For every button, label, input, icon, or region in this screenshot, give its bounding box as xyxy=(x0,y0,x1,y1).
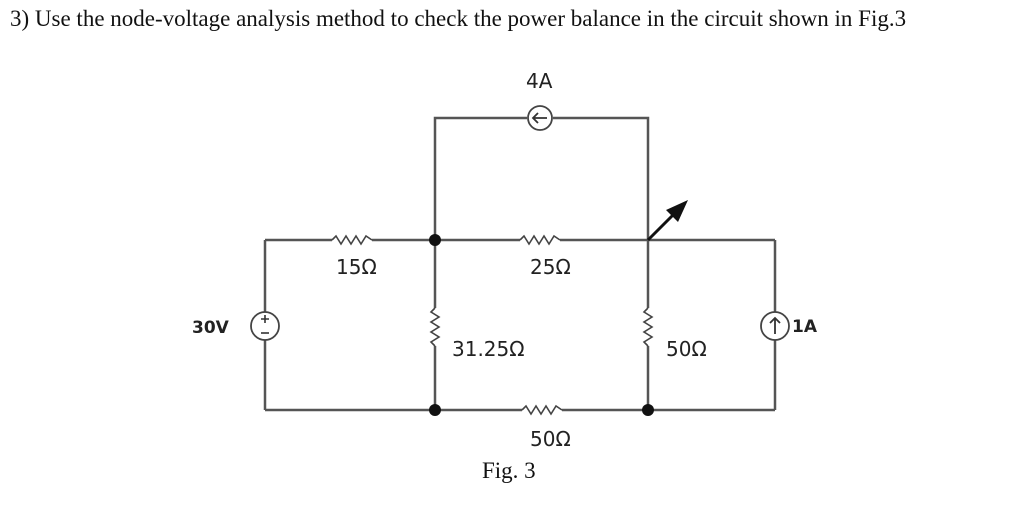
voltage-source-30v xyxy=(250,311,280,341)
current-source-4a xyxy=(527,105,553,131)
figure-caption: Fig. 3 xyxy=(482,458,536,483)
label-30v: 30V xyxy=(192,318,230,338)
circuit-wires xyxy=(263,116,777,412)
label-15-ohm: 15Ω xyxy=(336,255,377,279)
label-50-ohm-right: 50Ω xyxy=(666,337,707,361)
resistor-50-ohm-right xyxy=(642,307,654,347)
node-pointer-arrow xyxy=(646,200,688,242)
label-1a: 1A xyxy=(792,317,818,337)
current-source-1a xyxy=(760,311,790,341)
resistor-25-ohm xyxy=(519,234,561,246)
resistor-31-25-ohm xyxy=(429,307,441,347)
resistor-15-ohm xyxy=(331,234,373,246)
node-dot-top-left xyxy=(429,234,441,246)
label-31-25-ohm: 31.25Ω xyxy=(452,337,525,361)
label-4a: 4A xyxy=(526,69,553,93)
resistor-50-ohm-bottom xyxy=(521,404,563,416)
question-text: 3) Use the node-voltage analysis method … xyxy=(10,6,907,31)
node-dot-bottom-left xyxy=(429,404,441,416)
label-50-ohm-bottom: 50Ω xyxy=(530,427,571,451)
node-dot-bottom-right xyxy=(642,404,654,416)
label-25-ohm: 25Ω xyxy=(530,255,571,279)
